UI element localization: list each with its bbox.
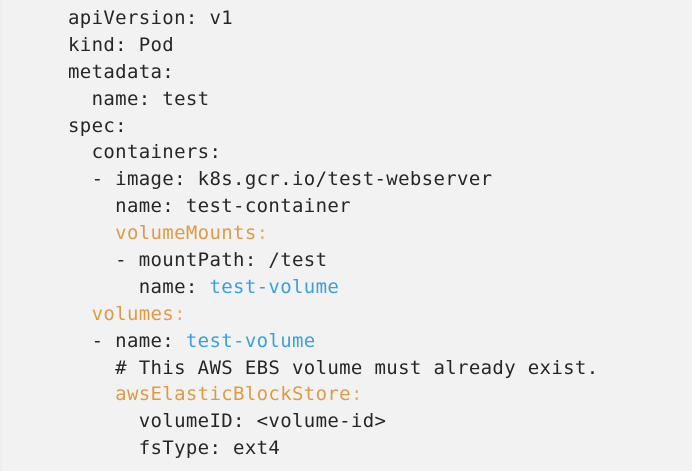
line-kind: kind: Pod <box>0 32 692 59</box>
line-metadata-name: name: test <box>0 86 692 113</box>
line-volume-mounts-token-2: : <box>256 222 269 245</box>
line-volumes: volumes: <box>0 301 692 328</box>
line-volume-id: volumeID: <volume-id> <box>0 408 692 435</box>
line-image-token-0: - image: k8s.gcr.io/test-webserver <box>68 168 493 191</box>
line-volume-mounts-token-1: volumeMounts <box>115 222 257 245</box>
line-aws-ebs-token-1: awsElasticBlockStore <box>115 383 351 406</box>
line-containers: containers: <box>0 139 692 166</box>
line-mount-path: - mountPath: /test <box>0 247 692 274</box>
line-container-name: name: test-container <box>0 193 692 220</box>
line-volume-name: - name: test-volume <box>0 328 692 355</box>
line-mount-name-token-1: test-volume <box>209 275 340 298</box>
line-comment: # This AWS EBS volume must already exist… <box>0 355 692 382</box>
line-api-version: apiVersion: v1 <box>0 5 692 32</box>
line-kind-token-0: kind: Pod <box>68 33 175 56</box>
line-mount-path-token-0: - mountPath: /test <box>68 249 328 272</box>
line-metadata-name-token-0: name: test <box>68 87 210 110</box>
line-container-name-token-0: name: test-container <box>68 195 351 218</box>
line-metadata-token-0: metadata: <box>68 60 175 83</box>
line-comment-token-0: # This AWS EBS volume must already exist… <box>68 356 599 379</box>
line-api-version-token-0: apiVersion: v1 <box>68 7 234 29</box>
line-volume-mounts-token-0 <box>68 222 115 244</box>
line-fs-type-token-0: fsType: ext4 <box>68 437 281 460</box>
line-image: - image: k8s.gcr.io/test-webserver <box>0 166 692 193</box>
line-containers-token-0: containers: <box>68 141 222 164</box>
line-volume-mounts: volumeMounts: <box>0 220 692 247</box>
line-aws-ebs-token-2: : <box>350 383 363 406</box>
line-aws-ebs-token-0 <box>68 383 115 405</box>
line-spec-token-0: spec: <box>68 114 127 137</box>
line-volume-name-token-0: - name: <box>68 329 186 352</box>
line-mount-name: name: test-volume <box>0 274 692 301</box>
line-volume-id-token-0: volumeID: <volume-id> <box>68 410 387 433</box>
line-aws-ebs: awsElasticBlockStore: <box>0 381 692 408</box>
line-volume-name-token-1: test-volume <box>185 329 316 352</box>
line-volumes-token-1: volumes <box>91 302 175 325</box>
line-volumes-token-0 <box>68 303 92 325</box>
line-volumes-token-2: : <box>174 302 186 325</box>
line-metadata: metadata: <box>0 59 692 86</box>
line-mount-name-token-0: name: <box>68 275 210 298</box>
line-fs-type: fsType: ext4 <box>0 435 692 462</box>
line-spec: spec: <box>0 113 692 140</box>
